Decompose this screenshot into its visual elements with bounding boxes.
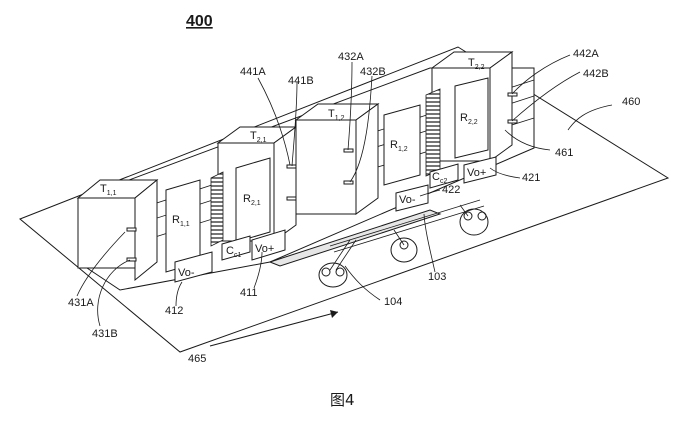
resistor-r21: R2,1 (235, 157, 271, 243)
output-block-1: Vo- Vo+ Cc1 (174, 229, 286, 283)
callout-104: 104 (384, 296, 402, 308)
callout-442A: 442A (573, 48, 599, 60)
callout-421: 421 (522, 172, 540, 184)
callout-460: 460 (622, 96, 640, 108)
callout-432B: 432B (360, 66, 386, 78)
winding-pins (126, 92, 518, 262)
callout-431A: 431A (68, 297, 94, 309)
callout-431B: 431B (92, 328, 118, 340)
leader-460 (567, 104, 613, 131)
figure-caption: 图4 (330, 391, 355, 409)
transformer-t11: T1,1 (76, 178, 159, 282)
capacitor-label: Cc1 (226, 245, 241, 259)
callout-labels: 441A 441B 432A 432B 442A 442B 460 461 42… (68, 48, 640, 365)
capacitor-stack-1 (210, 171, 224, 247)
connector-ring-2 (390, 229, 418, 263)
resistor-r22: R2,2 (454, 77, 489, 159)
resistor-r11: R1,1 (165, 179, 201, 273)
vo-minus-terminal: Vo- (178, 267, 195, 279)
figure-number: 400 (186, 13, 213, 30)
bus-rail (268, 199, 485, 267)
resistor-label: R2,2 (460, 112, 478, 126)
output-block-2: Vo- Vo+ Cc2 (395, 156, 497, 212)
resistor-label: R1,2 (390, 139, 408, 153)
callout-422: 422 (442, 184, 460, 196)
vo-plus-terminal: Vo+ (255, 243, 274, 255)
resistor-label: R2,1 (243, 193, 261, 207)
callout-432A: 432A (338, 51, 364, 63)
callout-411: 411 (240, 287, 258, 299)
callout-103: 103 (428, 271, 446, 283)
capacitor-label: Cc2 (432, 171, 447, 185)
resistor-r12: R1,2 (383, 104, 421, 186)
capacitor-stack-2 (425, 88, 441, 177)
transformer-label: T1,2 (328, 108, 345, 122)
vo-minus-terminal: Vo- (399, 194, 416, 206)
flow-arrow (209, 310, 339, 347)
connector-ring-1 (318, 239, 357, 288)
transformer-t12: T1,2 (294, 103, 380, 215)
leader-lines (76, 54, 581, 327)
connector-ring-3 (459, 204, 489, 236)
callout-442B: 442B (583, 68, 609, 80)
callout-461: 461 (555, 147, 573, 159)
callout-412: 412 (165, 305, 183, 317)
callout-441A: 441A (240, 66, 266, 78)
transformer-label: T2,1 (250, 130, 267, 144)
transformer-label: T1,1 (100, 183, 117, 197)
transformer-label: T2,2 (468, 57, 485, 71)
resistor-label: R1,1 (172, 214, 190, 228)
substrate-board (19, 46, 670, 353)
callout-441B: 441B (288, 75, 314, 87)
callout-465: 465 (188, 353, 206, 365)
vo-plus-terminal: Vo+ (467, 167, 486, 179)
